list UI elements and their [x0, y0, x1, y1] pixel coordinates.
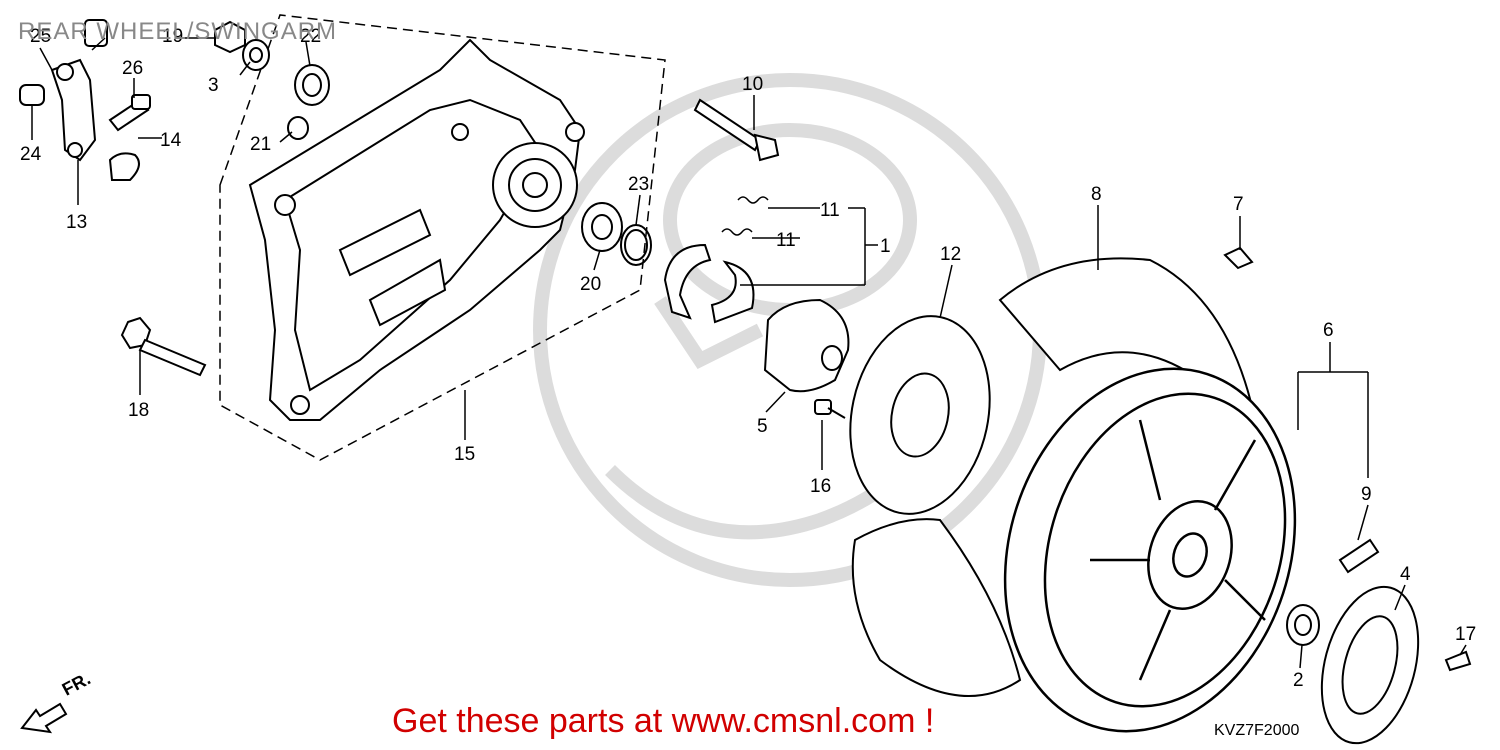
callout-16: 16 — [810, 476, 831, 497]
promo-link[interactable]: Get these parts at www.cmsnl.com ! — [392, 702, 935, 740]
washer-3-part[interactable] — [242, 39, 270, 71]
bolt-16-part[interactable] — [814, 399, 846, 419]
seal-21-part[interactable] — [287, 116, 309, 140]
callout-14: 14 — [160, 130, 182, 151]
bolt-17-part[interactable] — [1444, 650, 1472, 672]
callout-5: 5 — [757, 416, 768, 437]
spring-11-part[interactable] — [721, 196, 769, 236]
callout-11b: 11 — [776, 230, 796, 251]
leader-lines — [31, 37, 1467, 669]
bolt-10-part[interactable] — [693, 98, 780, 162]
circlip-23-part[interactable] — [620, 224, 652, 266]
callout-22: 22 — [300, 26, 321, 47]
hub-5-part[interactable] — [763, 298, 850, 393]
callout-8: 8 — [1091, 184, 1102, 205]
swingarm-dashed-outline — [219, 14, 666, 461]
diagram-title: REAR WHEEL/SWINGARM — [18, 18, 338, 45]
callout-10: 10 — [742, 74, 763, 95]
front-arrow-icon — [20, 702, 68, 734]
callout-3: 3 — [208, 75, 219, 96]
spacer-2-part[interactable] — [1286, 604, 1320, 646]
clip-7-part[interactable] — [1223, 246, 1254, 270]
callout-12: 12 — [940, 244, 961, 265]
callout-6: 6 — [1323, 320, 1334, 341]
brake-disc-12-part[interactable] — [833, 303, 1008, 527]
callout-20: 20 — [580, 274, 601, 295]
swingarm-part[interactable] — [248, 38, 585, 421]
callout-2: 2 — [1293, 670, 1304, 691]
wheel-rim-6-part[interactable] — [960, 331, 1341, 750]
callout-23: 23 — [628, 174, 649, 195]
link-bracket-part[interactable] — [50, 58, 97, 162]
callout-11a: 11 — [820, 200, 840, 221]
collar-24-part[interactable] — [19, 84, 45, 106]
diagram-code: KVZ7F2000 — [1214, 722, 1300, 739]
oil-seal-22-part[interactable] — [294, 64, 330, 106]
bolt-26-part[interactable] — [108, 94, 151, 132]
callout-4: 4 — [1400, 564, 1411, 585]
callout-7: 7 — [1233, 194, 1244, 215]
bearing-20-part[interactable] — [581, 202, 623, 252]
bolt-18-part[interactable] — [120, 316, 207, 377]
valve-9-part[interactable] — [1338, 538, 1380, 574]
callout-24: 24 — [20, 144, 42, 165]
callout-labels: 25 19 22 26 3 24 14 21 13 10 23 11 11 1 … — [20, 26, 1476, 691]
callout-26: 26 — [122, 58, 143, 79]
brake-shoe-1-part[interactable] — [663, 243, 755, 324]
callout-25: 25 — [30, 26, 51, 47]
callout-21: 21 — [250, 134, 271, 155]
callout-9: 9 — [1361, 484, 1372, 505]
callout-15: 15 — [454, 444, 475, 465]
callout-13: 13 — [66, 212, 87, 233]
callout-17: 17 — [1455, 624, 1476, 645]
nut-19-part[interactable] — [214, 20, 246, 54]
callout-18: 18 — [128, 400, 149, 421]
clip-14-part[interactable] — [108, 152, 140, 181]
pulser-ring-4-part[interactable] — [1306, 576, 1434, 750]
callout-19: 19 — [162, 26, 183, 47]
callout-1: 1 — [880, 236, 891, 257]
